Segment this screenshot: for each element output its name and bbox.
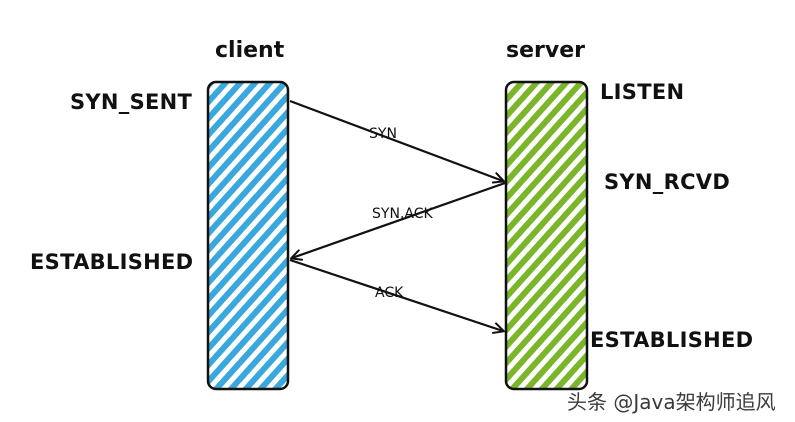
client-title: client bbox=[215, 38, 285, 63]
server-bar bbox=[504, 80, 589, 391]
client-state-syn-sent: SYN_SENT bbox=[70, 90, 193, 114]
syn-arrow bbox=[289, 99, 505, 184]
client-bar bbox=[206, 80, 290, 391]
syn-ack-label: SYN,ACK bbox=[372, 206, 433, 222]
watermark: 头条 @Java架构师追风 bbox=[567, 390, 776, 414]
client-state-established: ESTABLISHED bbox=[30, 250, 194, 274]
server-state-syn-rcvd: SYN_RCVD bbox=[604, 170, 731, 194]
ack-arrow bbox=[289, 258, 505, 334]
syn-ack-arrow bbox=[290, 181, 506, 261]
ack-label: ACK bbox=[375, 285, 404, 301]
server-state-listen: LISTEN bbox=[600, 80, 685, 104]
server-title: server bbox=[506, 38, 585, 63]
server-state-established: ESTABLISHED bbox=[590, 328, 754, 352]
syn-label: SYN bbox=[369, 126, 397, 142]
